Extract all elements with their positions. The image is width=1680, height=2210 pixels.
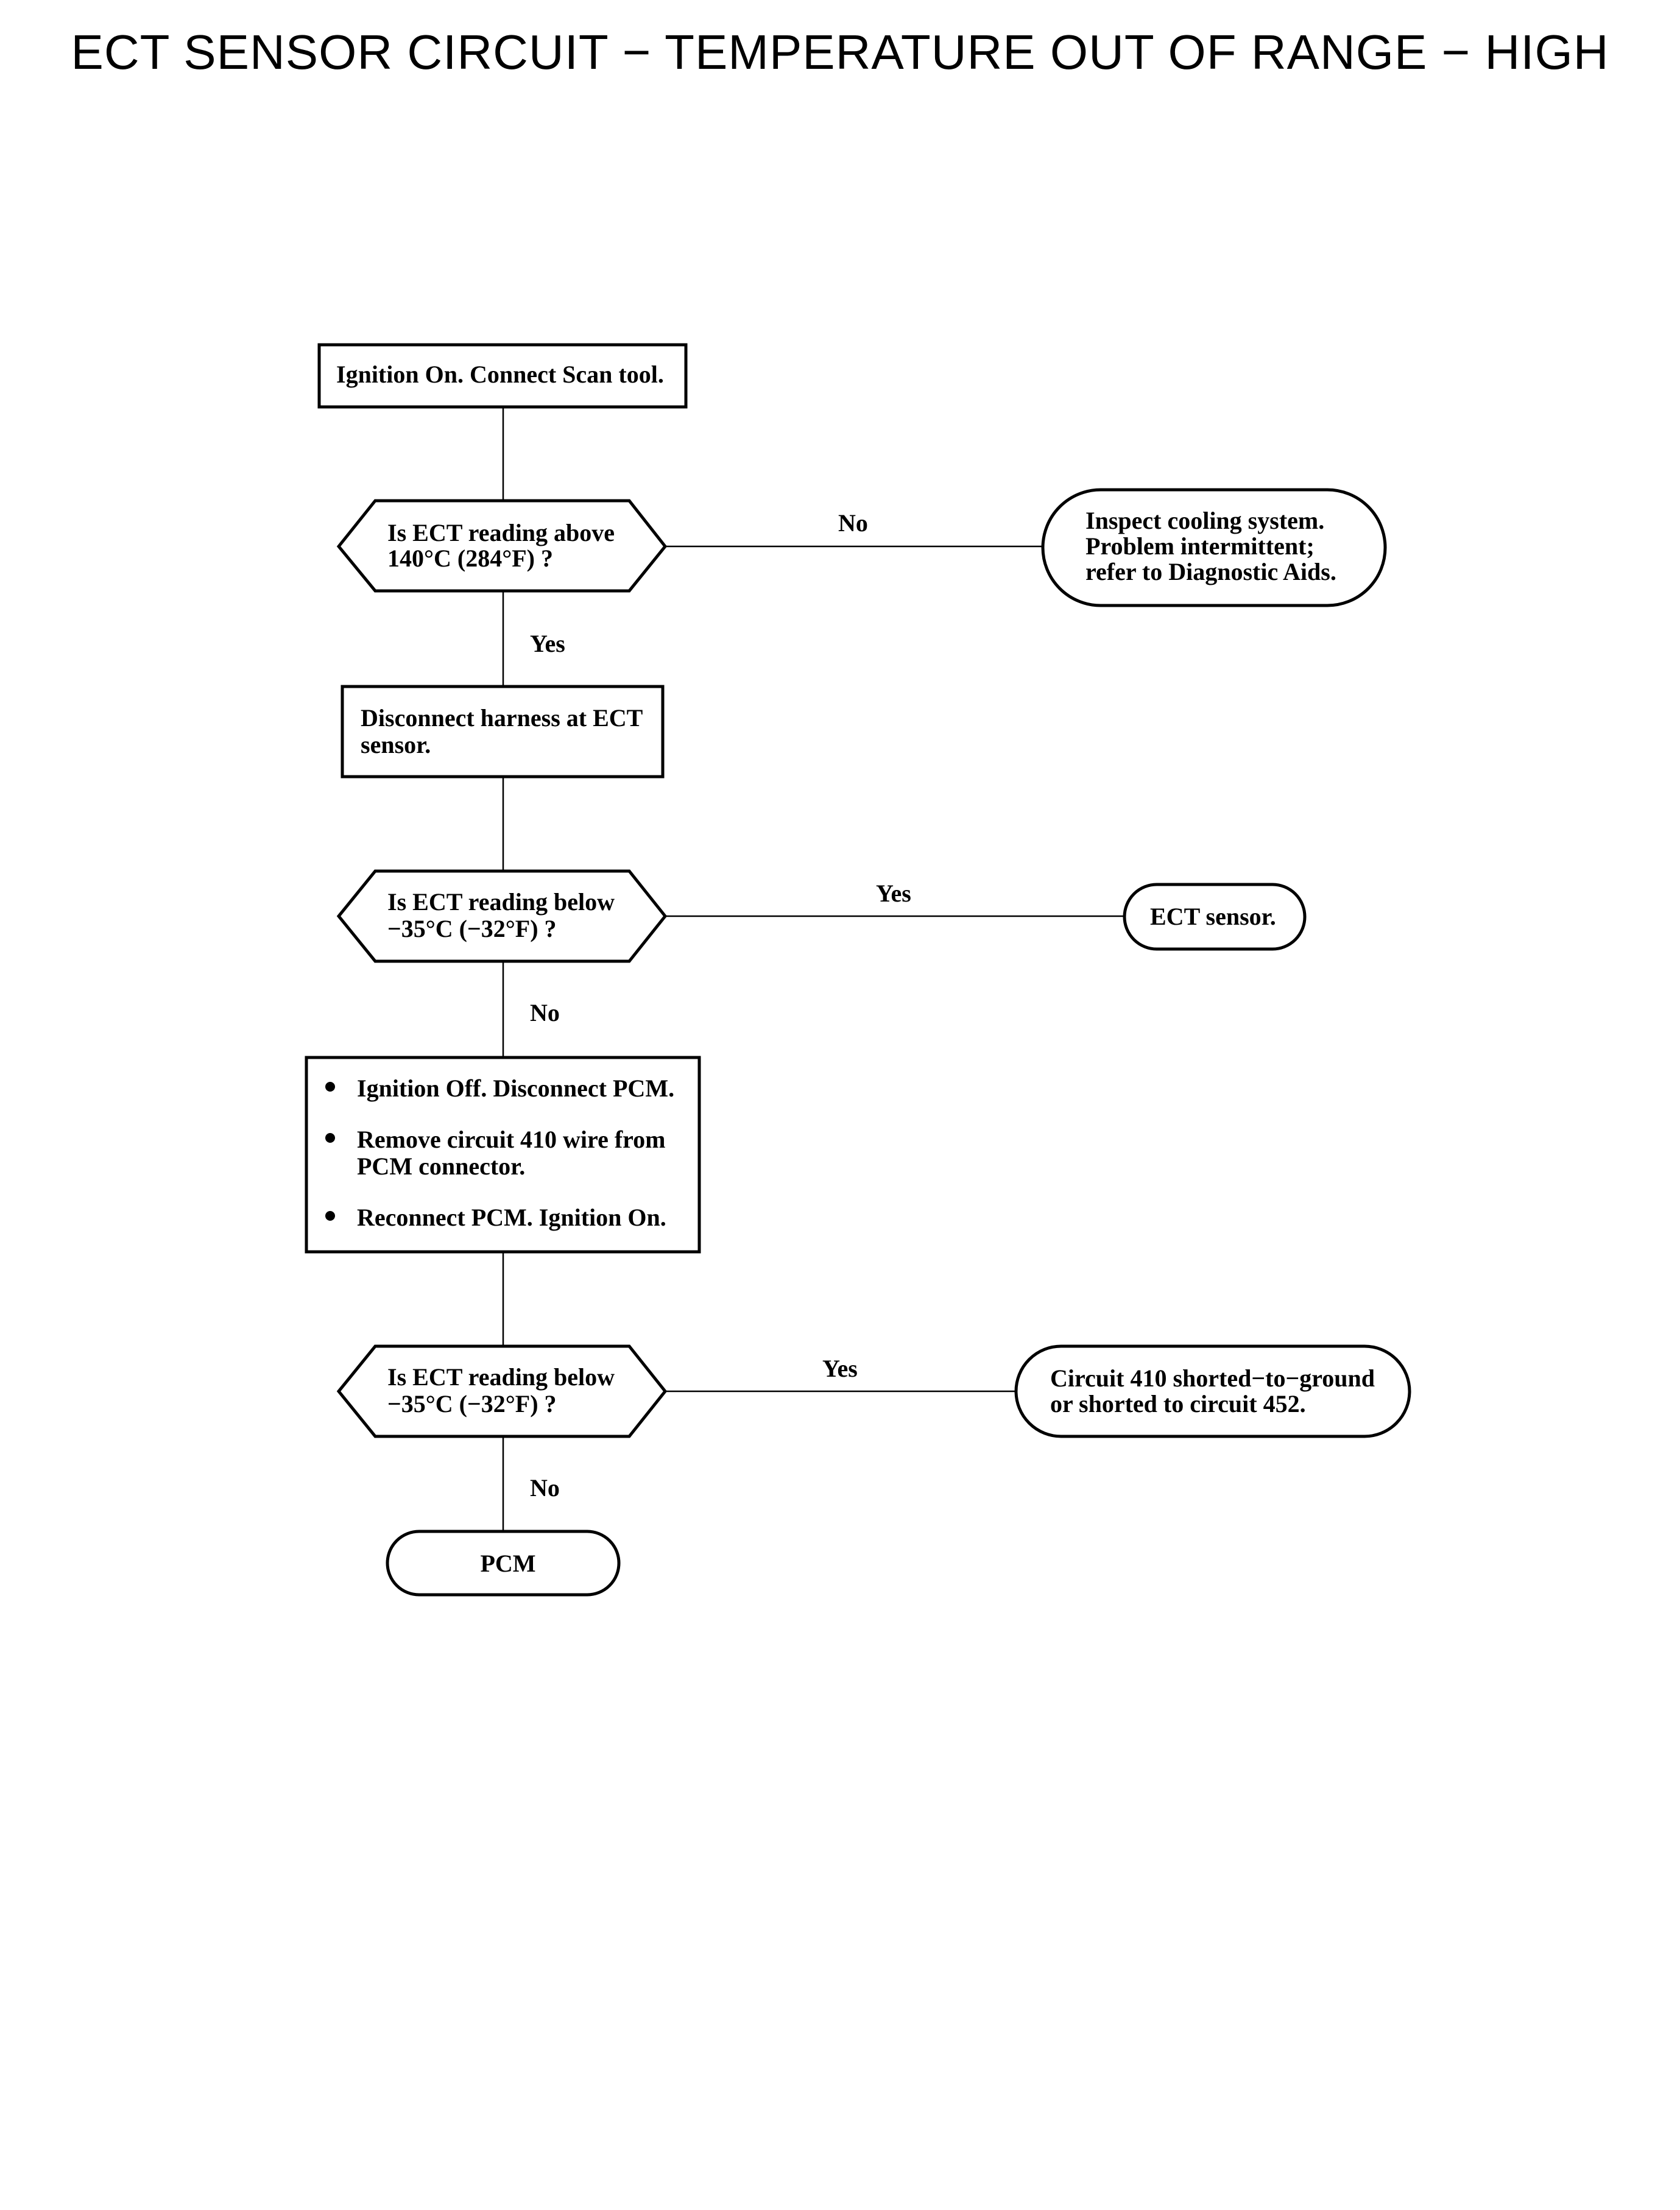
result-ect-sensor-text: ECT sensor.	[1150, 903, 1276, 930]
result-inspect-cooling: Inspect cooling system. Problem intermit…	[1041, 488, 1387, 607]
bullet-3-line-1: Reconnect PCM. Ignition On.	[357, 1204, 666, 1231]
result-ect-sensor: ECT sensor.	[1123, 883, 1307, 951]
decision-ect-below-2-line-1: Is ECT reading below	[387, 1363, 615, 1391]
result-inspect-cooling-line-1: Inspect cooling system.	[1085, 507, 1324, 534]
result-circuit-410-line-2: or shorted to circuit 452.	[1050, 1390, 1306, 1417]
bullet-2-line-1: Remove circuit 410 wire from	[357, 1126, 666, 1153]
disconnect-step-box: Disconnect harness at ECT sensor.	[341, 685, 665, 778]
bullet-2-line-2: PCM connector.	[357, 1153, 525, 1180]
result-pcm: PCM	[386, 1530, 621, 1597]
page-title: ECT SENSOR CIRCUIT − TEMPERATURE OUT OF …	[71, 25, 1609, 79]
decision-ect-below-1-line-1: Is ECT reading below	[387, 888, 615, 916]
decision-ect-below-2: Is ECT reading below −35°C (−32°F) ?	[336, 1344, 668, 1438]
start-step-box: Ignition On. Connect Scan tool.	[317, 343, 688, 409]
bullet-3-dot	[325, 1211, 335, 1221]
decision-ect-below-2-line-2: −35°C (−32°F) ?	[387, 1390, 557, 1417]
bullet-1-line-1: Ignition Off. Disconnect PCM.	[357, 1075, 674, 1102]
branch-label-no-2: No	[530, 999, 560, 1026]
branch-label-yes-1: Yes	[530, 630, 565, 657]
result-inspect-cooling-line-3: refer to Diagnostic Aids.	[1085, 558, 1336, 585]
decision-ect-below-1-line-2: −35°C (−32°F) ?	[387, 915, 557, 942]
result-pcm-text: PCM	[480, 1550, 535, 1577]
bullet-2-dot	[325, 1133, 335, 1143]
result-circuit-410: Circuit 410 shorted−to−ground or shorted…	[1014, 1344, 1411, 1438]
decision-ect-above-line-2: 140°C (284°F) ?	[387, 545, 553, 572]
result-circuit-410-line-1: Circuit 410 shorted−to−ground	[1050, 1364, 1375, 1392]
disconnect-step-line-2: sensor.	[361, 731, 431, 758]
decision-ect-above: Is ECT reading above 140°C (284°F) ?	[336, 499, 668, 593]
disconnect-step-line-1: Disconnect harness at ECT	[361, 704, 643, 732]
branch-label-yes-2: Yes	[876, 880, 911, 907]
branch-label-no-3: No	[530, 1474, 560, 1502]
bullet-1-dot	[325, 1082, 335, 1092]
branch-label-no-1: No	[838, 509, 868, 537]
decision-ect-above-line-1: Is ECT reading above	[387, 519, 615, 546]
result-inspect-cooling-line-2: Problem intermittent;	[1085, 532, 1315, 560]
decision-ect-below-1: Is ECT reading below −35°C (−32°F) ?	[336, 869, 668, 963]
pcm-steps-box: Ignition Off. Disconnect PCM. Remove cir…	[305, 1056, 701, 1254]
start-step-text: Ignition On. Connect Scan tool.	[336, 361, 664, 388]
branch-label-yes-3: Yes	[822, 1355, 858, 1382]
